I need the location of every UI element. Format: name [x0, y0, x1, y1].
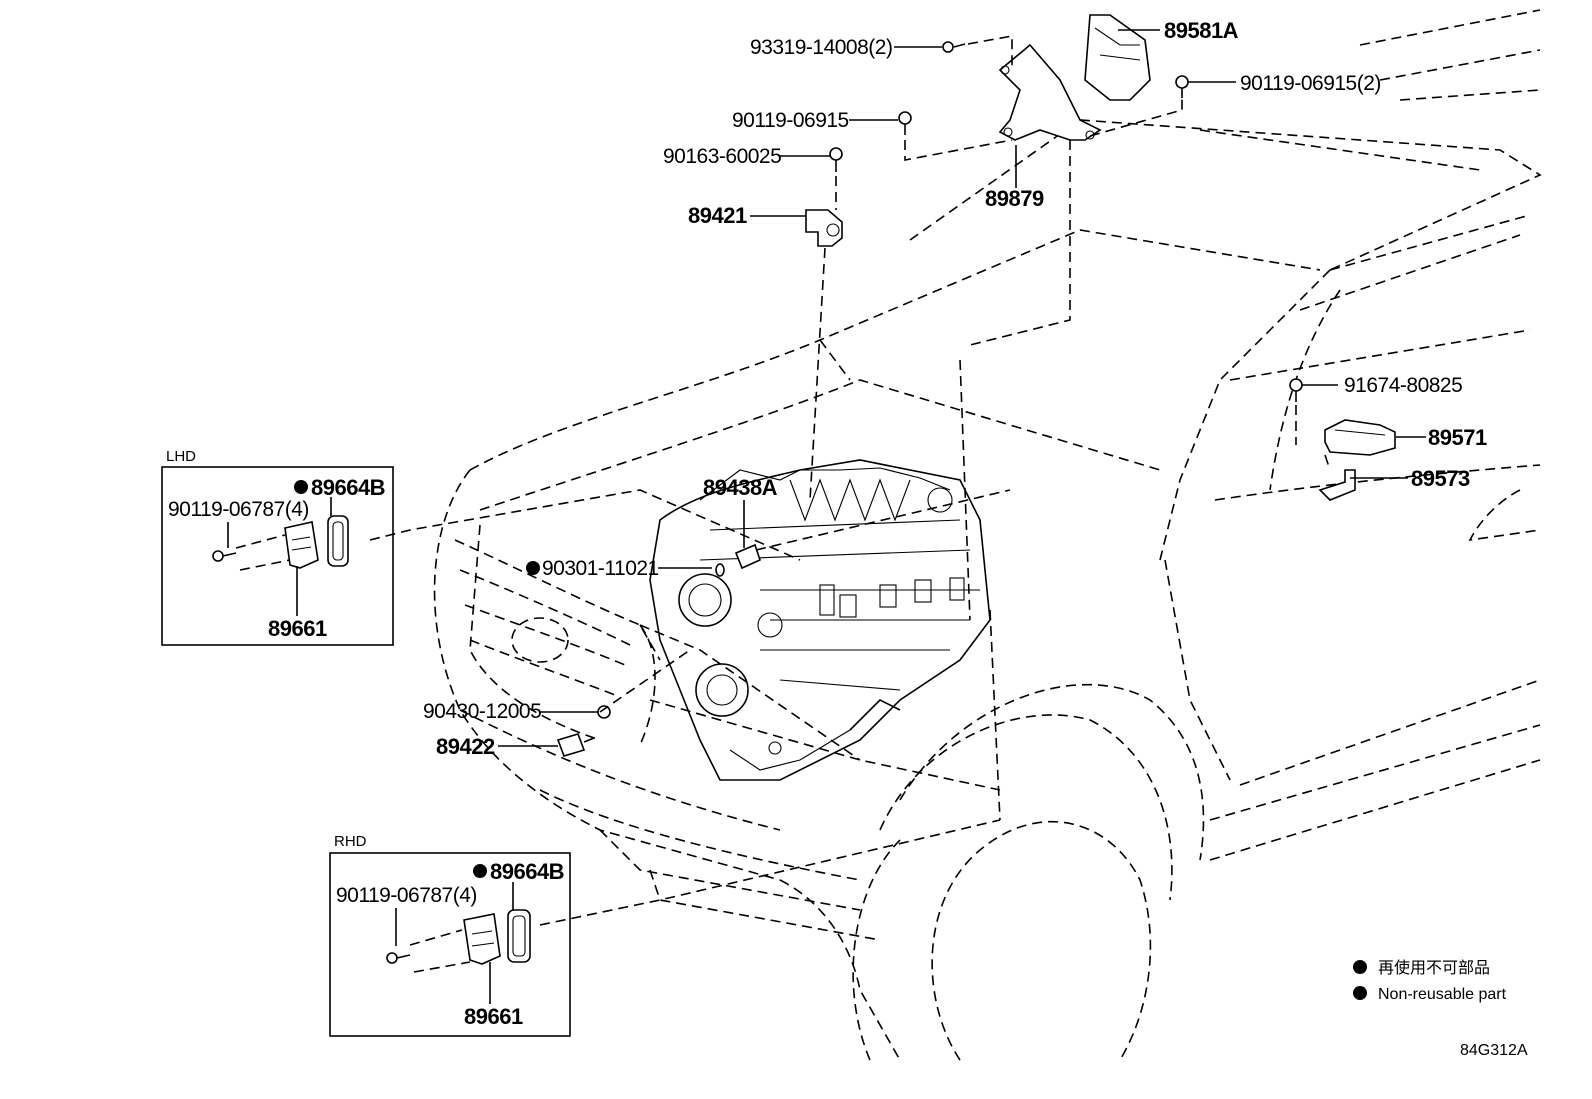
sensor-89438A-shape	[715, 543, 761, 577]
non-reusable-dot	[1353, 960, 1367, 974]
lhd-part-90119-06787: 90119-06787(4)	[168, 498, 309, 521]
rhd-part-90119-06787: 90119-06787(4)	[336, 884, 477, 907]
non-reusable-dot	[1353, 986, 1367, 1000]
label-90119-06915-2: 90119-06915(2)	[1240, 72, 1381, 95]
lhd-part-89664B: 89664B	[311, 475, 385, 500]
ecu-89581A-shape	[1084, 14, 1151, 101]
label-89581A: 89581A	[1164, 18, 1239, 43]
non-reusable-dot	[526, 561, 540, 575]
sensor-89422-shape	[556, 705, 611, 757]
non-reusable-dot	[294, 480, 308, 494]
bolt-90163-shape	[829, 147, 843, 172]
label-89421: 89421	[688, 203, 747, 228]
label-89422: 89422	[436, 734, 495, 759]
lhd-part-89661: 89661	[268, 616, 327, 641]
engine-illustration	[649, 459, 991, 781]
lhd-detail-box: LHD 89664B 90119-06787(4) 89661	[161, 448, 394, 646]
label-90163-60025: 90163-60025	[663, 145, 781, 168]
bracket-89573-shape	[1318, 469, 1356, 501]
label-89879: 89879	[985, 186, 1044, 211]
diagram-code: 84G312A	[1460, 1042, 1528, 1059]
label-90301-11021: 90301-11021	[542, 557, 659, 580]
bolt-91674-shape	[1289, 378, 1303, 402]
label-93319-14008: 93319-14008(2)	[750, 36, 892, 59]
bracket-89879-shape	[998, 43, 1102, 141]
legend-english: Non-reusable part	[1378, 986, 1507, 1003]
label-90430-12005: 90430-12005	[423, 700, 541, 723]
rhd-detail-box: RHD 89664B 90119-06787(4) 89661	[329, 833, 571, 1037]
vehicle-outline	[433, 9, 1542, 1061]
module-89571-shape	[1324, 419, 1396, 456]
label-89438A: 89438A	[703, 475, 778, 500]
bolt-90119b-shape	[898, 111, 912, 135]
non-reusable-dot	[473, 864, 487, 878]
label-89573: 89573	[1411, 466, 1470, 491]
label-90119-06915: 90119-06915	[732, 109, 849, 132]
bolt-90119a-shape	[1175, 75, 1189, 98]
sensor-89421-shape	[805, 209, 843, 247]
rhd-label: RHD	[334, 833, 367, 850]
legend: 再使用不可部品 Non-reusable part	[1353, 959, 1507, 1003]
rhd-part-89664B: 89664B	[490, 859, 564, 884]
bolt-93319-shape	[942, 41, 966, 53]
label-89571: 89571	[1428, 425, 1487, 450]
rhd-part-89661: 89661	[464, 1004, 523, 1029]
label-91674-80825: 91674-80825	[1344, 374, 1462, 397]
assembly-leaders	[369, 35, 1331, 926]
lhd-label: LHD	[166, 448, 196, 465]
legend-japanese: 再使用不可部品	[1378, 959, 1490, 977]
label-leaders	[498, 29, 1426, 747]
